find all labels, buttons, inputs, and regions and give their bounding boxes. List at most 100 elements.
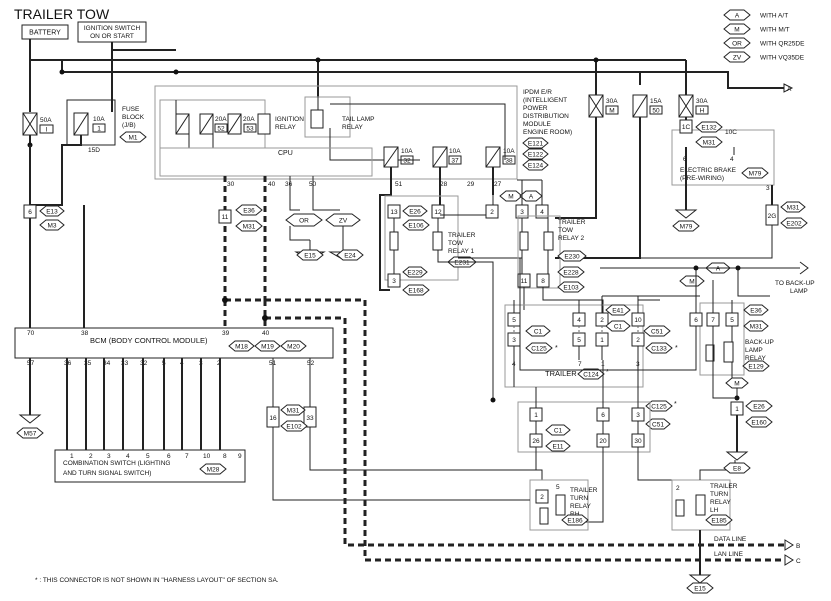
fuse-block-pin: 15D — [88, 147, 100, 154]
tow-relay-1-contact — [389, 231, 399, 251]
svg-text:12: 12 — [434, 209, 442, 216]
svg-text:3: 3 — [512, 337, 516, 344]
to-backup-label-2: LAMP — [790, 288, 808, 295]
svg-text:4: 4 — [730, 156, 734, 163]
svg-text:5: 5 — [556, 484, 560, 491]
svg-text:OR: OR — [299, 218, 309, 225]
svg-text:OR: OR — [732, 41, 742, 48]
svg-text:M31: M31 — [243, 224, 256, 231]
ignition-relay-coil — [257, 113, 271, 135]
svg-text:A: A — [529, 194, 534, 201]
svg-text:E103: E103 — [563, 285, 579, 292]
svg-text:E231: E231 — [454, 260, 470, 267]
trailer-tow-relay-2-label-2: TOW — [558, 227, 574, 234]
svg-text:E185: E185 — [711, 518, 727, 525]
svg-text:E102: E102 — [286, 424, 302, 431]
svg-text:8: 8 — [223, 453, 227, 460]
lan-line-label: LAN LINE — [714, 551, 744, 558]
svg-text:E229: E229 — [407, 270, 423, 277]
svg-text:6: 6 — [28, 209, 32, 216]
legend-item-mt: M WITH M/T — [723, 23, 790, 35]
trailer-tow-relay-2-frame — [517, 215, 561, 289]
svg-text:C51: C51 — [652, 422, 664, 429]
svg-text:C125: C125 — [651, 404, 667, 411]
svg-text:10A: 10A — [503, 148, 515, 155]
svg-text:M31: M31 — [703, 140, 716, 147]
combination-switch-line2: AND TURN SIGNAL SWITCH) — [63, 470, 151, 477]
svg-text:10: 10 — [634, 317, 642, 324]
svg-text:M1: M1 — [128, 135, 137, 142]
ipdm-label-5: MODULE — [523, 121, 551, 128]
legend-item-at: A WITH A/T — [723, 9, 788, 21]
connector-m1 — [119, 131, 147, 143]
svg-text:E36: E36 — [243, 208, 255, 215]
svg-text:33: 33 — [121, 360, 129, 367]
trailer-turn-relay-lh-label-1: TRAILER — [710, 483, 738, 490]
svg-text:40: 40 — [262, 330, 270, 337]
svg-text:WITH M/T: WITH M/T — [760, 27, 790, 34]
bcm-top-pins: 70 38 39 40 — [27, 330, 270, 337]
tail-lamp-relay-frame — [304, 96, 351, 138]
svg-text:38: 38 — [81, 330, 89, 337]
svg-text:E186: E186 — [567, 518, 583, 525]
svg-text:M19: M19 — [261, 344, 274, 351]
fuse-block-line3: (J/B) — [122, 122, 136, 129]
tail-lamp-relay-label-2: RELAY — [342, 124, 363, 131]
svg-text:32: 32 — [403, 158, 411, 165]
svg-text:E15: E15 — [304, 253, 316, 260]
svg-text:WITH VQ35DE: WITH VQ35DE — [760, 55, 805, 62]
svg-text:2: 2 — [89, 453, 93, 460]
trailer-tow-relay-1-label-1: TRAILER — [448, 232, 476, 239]
svg-text:C1: C1 — [554, 428, 563, 435]
trailer-turn-relay-rh-frame — [529, 479, 589, 531]
ipdm-label-2: (INTELLIGENT — [523, 97, 567, 104]
svg-text:E106: E106 — [408, 223, 424, 230]
svg-text:20: 20 — [599, 438, 607, 445]
svg-text:E13: E13 — [46, 209, 58, 216]
legend: A WITH A/T M WITH M/T OR WITH QR25DE ZV … — [723, 9, 805, 63]
trailer-tow-relay-1-label-2: TOW — [448, 240, 464, 247]
svg-text:M: M — [689, 279, 694, 286]
svg-text:B: B — [796, 543, 800, 550]
svg-text:E41: E41 — [612, 308, 624, 315]
svg-text:E122: E122 — [528, 152, 544, 159]
trailer-turn-relay-rh-label-3: RELAY — [570, 503, 591, 510]
svg-text:M: M — [734, 27, 739, 34]
svg-text:E26: E26 — [409, 209, 421, 216]
svg-text:2: 2 — [540, 494, 544, 501]
svg-text:C125: C125 — [531, 346, 547, 353]
svg-text:E168: E168 — [408, 288, 424, 295]
svg-text:3: 3 — [392, 278, 396, 285]
svg-text:C133: C133 — [651, 346, 667, 353]
trailer-turn-relay-lh-label-2: TURN — [710, 491, 728, 498]
back-up-lamp-relay-label-2: LAMP — [745, 347, 763, 354]
svg-text:6: 6 — [601, 412, 605, 419]
bcm-module — [14, 327, 334, 359]
fuse-block-frame — [66, 99, 116, 146]
trailer-tow-relay-1-frame — [384, 195, 459, 281]
svg-text:M: M — [508, 194, 513, 201]
svg-text:M57: M57 — [24, 431, 37, 438]
svg-text:M31: M31 — [787, 205, 800, 212]
svg-text:1C: 1C — [682, 124, 691, 131]
ipdm-pins: 30 40 36 50 51 28 29 27 — [227, 181, 502, 188]
svg-text:70: 70 — [27, 330, 35, 337]
svg-text:C: C — [796, 558, 801, 565]
svg-text:10C: 10C — [725, 129, 737, 136]
svg-text:E230: E230 — [564, 254, 580, 261]
svg-text:2: 2 — [676, 485, 680, 492]
svg-text:E228: E228 — [563, 270, 579, 277]
svg-text:E24: E24 — [344, 253, 356, 260]
svg-text:34: 34 — [103, 360, 111, 367]
ignition-relay-label-2: RELAY — [275, 124, 296, 131]
battery-box — [21, 24, 69, 40]
ipdm-label-1: IPDM E/R — [523, 89, 552, 96]
svg-text:2: 2 — [490, 209, 494, 216]
svg-text:5: 5 — [512, 317, 516, 324]
electric-brake-frame — [671, 129, 775, 186]
svg-text:3: 3 — [520, 209, 524, 216]
fuse-30a-h: 30A H — [678, 94, 709, 118]
svg-text:E121: E121 — [528, 141, 544, 148]
offpage-arrow-a — [783, 83, 794, 93]
svg-text:1: 1 — [534, 412, 538, 419]
